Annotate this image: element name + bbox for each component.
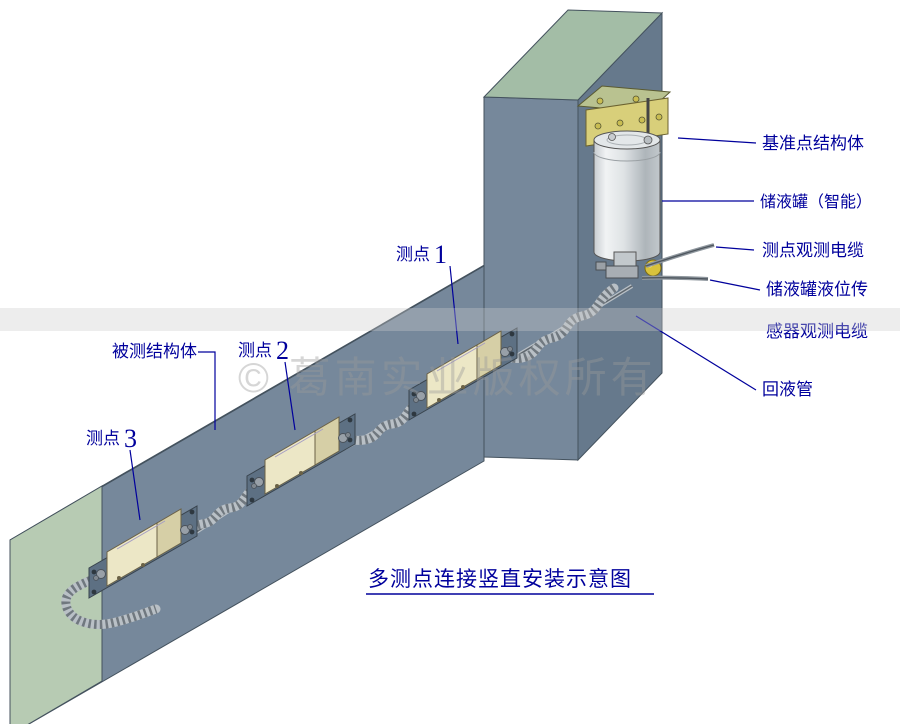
leader-point-2 [284, 361, 296, 431]
measure-cable-core [645, 244, 715, 267]
label-measure-cable: 测点观测电缆 [762, 241, 864, 260]
tank-seam [593, 151, 661, 162]
bracket-bolt [616, 119, 624, 127]
label-reference-structure: 基准点结构体 [762, 134, 864, 153]
label-storage-tank: 储液罐（智能） [760, 193, 872, 211]
watermark-text: © 葛南实业版权所有 [238, 354, 657, 401]
label-point-3-num: 3 [124, 424, 137, 453]
bracket-bolt [638, 116, 646, 124]
leader-point-3 [129, 449, 141, 521]
fitting-block [605, 265, 639, 279]
watermark-band [0, 308, 900, 331]
bracket-bolt [632, 95, 640, 103]
leader-measure-cable [715, 246, 755, 251]
label-measured-structure: 被测结构体 [112, 342, 197, 361]
label-level-sensor-cable-line1: 储液罐液位传 [766, 280, 868, 299]
leader-point-1 [449, 265, 459, 345]
label-point-1-num: 1 [434, 240, 447, 269]
callout-lines [129, 137, 761, 521]
leader-reference-structure [677, 137, 757, 144]
rod-base [643, 135, 653, 145]
storage-tank [593, 130, 662, 279]
label-level-sensor-cable-line2: 感器观测电缆 [766, 322, 868, 341]
tank-neck [613, 251, 637, 267]
level-sensor-cable-core [641, 276, 709, 280]
label-return-pipe: 回液管 [762, 380, 813, 399]
observation-cables [641, 243, 715, 281]
beam-end-face [9, 485, 103, 724]
tank-top-port [608, 133, 616, 141]
diagram-title: 多测点连接竖直安装示意图 [368, 568, 632, 591]
label-point-2-num: 2 [276, 336, 289, 365]
bracket-bolt [655, 113, 663, 121]
labels: 基准点结构体 储液罐（智能） 测点观测电缆 储液罐液位传 感器观测电缆 回液管 … [86, 134, 872, 595]
column-front-face [483, 96, 579, 461]
leader-return-pipe [635, 315, 757, 391]
leader-measured-structure [198, 351, 216, 430]
corrugated-hose-end-loop [61, 571, 161, 629]
label-point-3: 测点 [86, 429, 120, 448]
bracket-bolt [594, 122, 602, 130]
fitting-elbow [595, 261, 607, 271]
label-point-1: 测点 [396, 245, 430, 264]
label-point-2: 测点 [238, 341, 272, 360]
leader-level-sensor-cable [709, 279, 761, 291]
column-top-face [482, 9, 664, 101]
bracket-bolt [596, 97, 604, 105]
